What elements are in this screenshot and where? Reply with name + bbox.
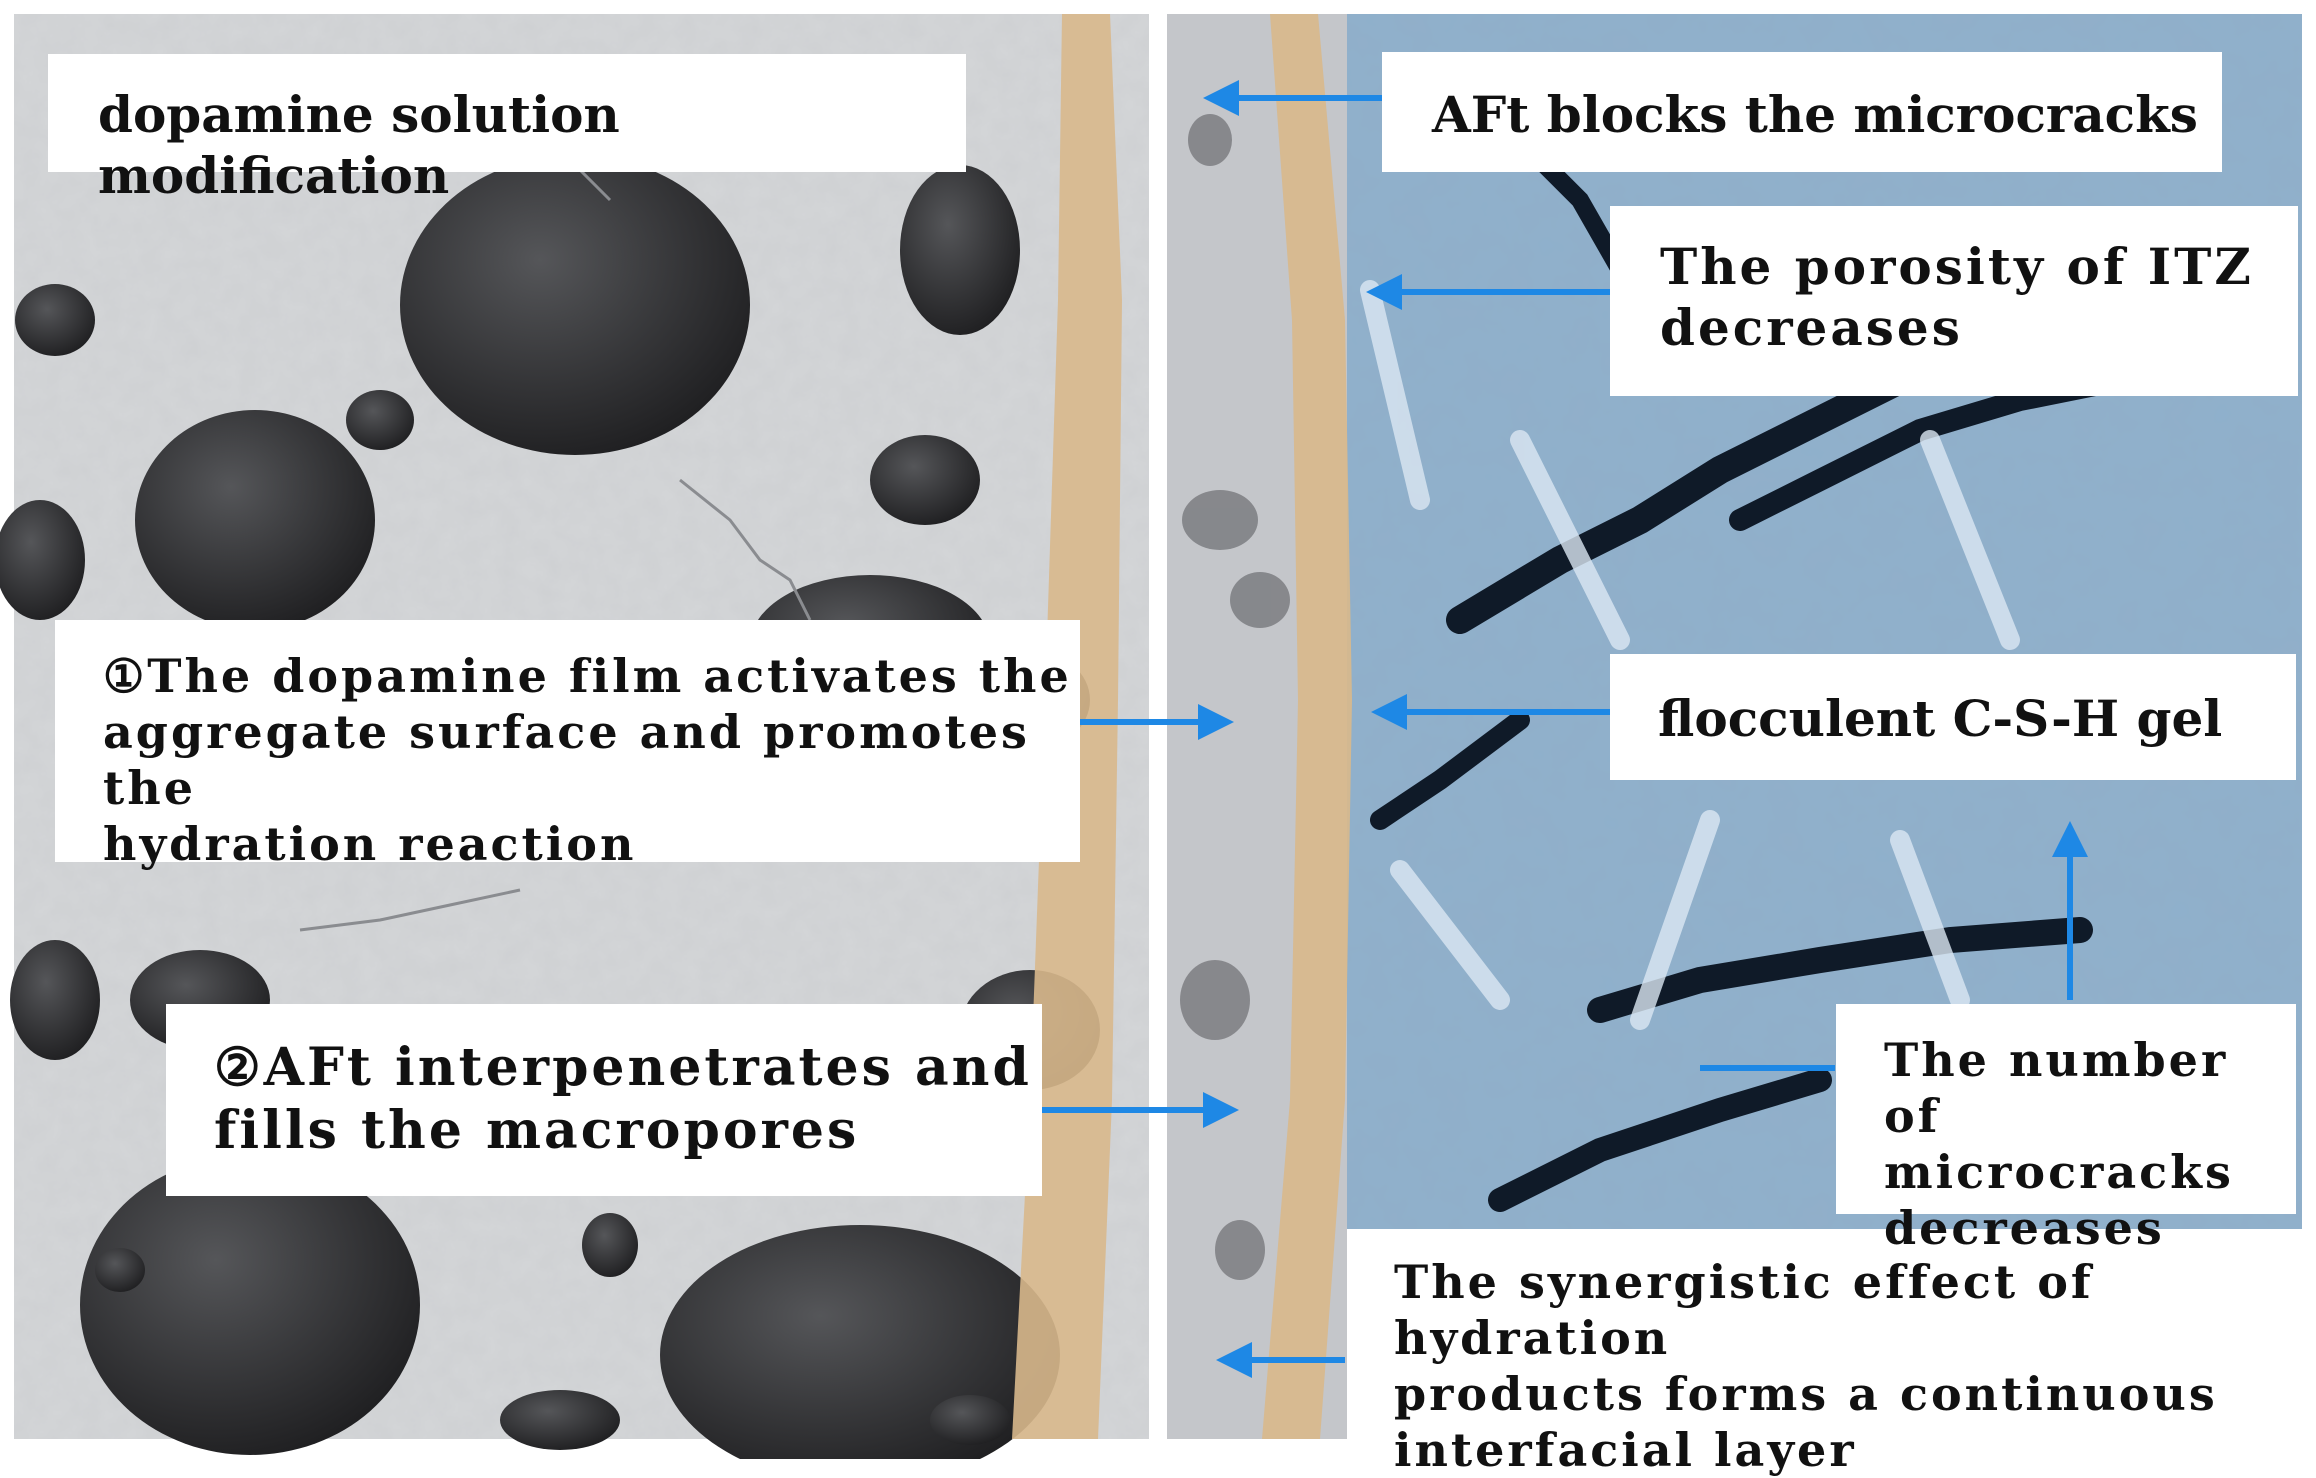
label-dopamine-modification: dopamine solution modification (48, 54, 966, 205)
label-text-line2: products forms a continuous (1394, 1367, 2218, 1422)
label-aft-fill: ②AFt interpenetrates and fills the macro… (166, 1004, 1042, 1196)
itz-band-right (1262, 14, 1352, 1439)
center-divider (1151, 14, 1167, 1439)
label-aft-blocks: AFt blocks the microcracks (1382, 52, 2222, 172)
label-text-line2: aggregate surface and promotes the (103, 705, 1030, 816)
bottom-right-blank (1347, 1229, 2316, 1459)
label-dopamine-film: ①The dopamine film activates the aggrega… (55, 620, 1080, 871)
label-text-line1: ①The dopamine film activates the (103, 649, 1072, 703)
label-text-line1: ②AFt interpenetrates and (214, 1037, 1032, 1098)
label-text: flocculent C-S-H gel (1658, 689, 2223, 748)
macropores (0, 155, 1100, 1459)
label-text-line3: hydration reaction (103, 817, 637, 872)
label-microcracks: The number of microcracks decreases (1836, 1004, 2296, 1255)
label-text: AFt blocks the microcracks (1432, 85, 2198, 144)
annotation-arrows (1042, 80, 2088, 1378)
aft-needles (1360, 280, 2020, 1030)
label-text-line1: The synergistic effect of hydration (1394, 1255, 2094, 1366)
label-text-line1: The number of (1884, 1033, 2229, 1144)
label-text-line2: microcracks (1884, 1145, 2234, 1200)
label-text-line2: decreases (1660, 298, 1963, 357)
label-synergy: The synergistic effect of hydration prod… (1350, 1230, 2300, 1477)
label-text-line3: decreases (1884, 1201, 2165, 1256)
label-text: dopamine solution modification (98, 85, 620, 205)
label-text-line1: The porosity of ITZ (1660, 237, 2254, 296)
label-text-line3: interfacial layer (1394, 1423, 1857, 1478)
label-csh-gel: flocculent C-S-H gel (1610, 654, 2296, 780)
label-text-line2: fills the macropores (214, 1100, 860, 1162)
label-porosity: The porosity of ITZ decreases (1610, 206, 2298, 396)
